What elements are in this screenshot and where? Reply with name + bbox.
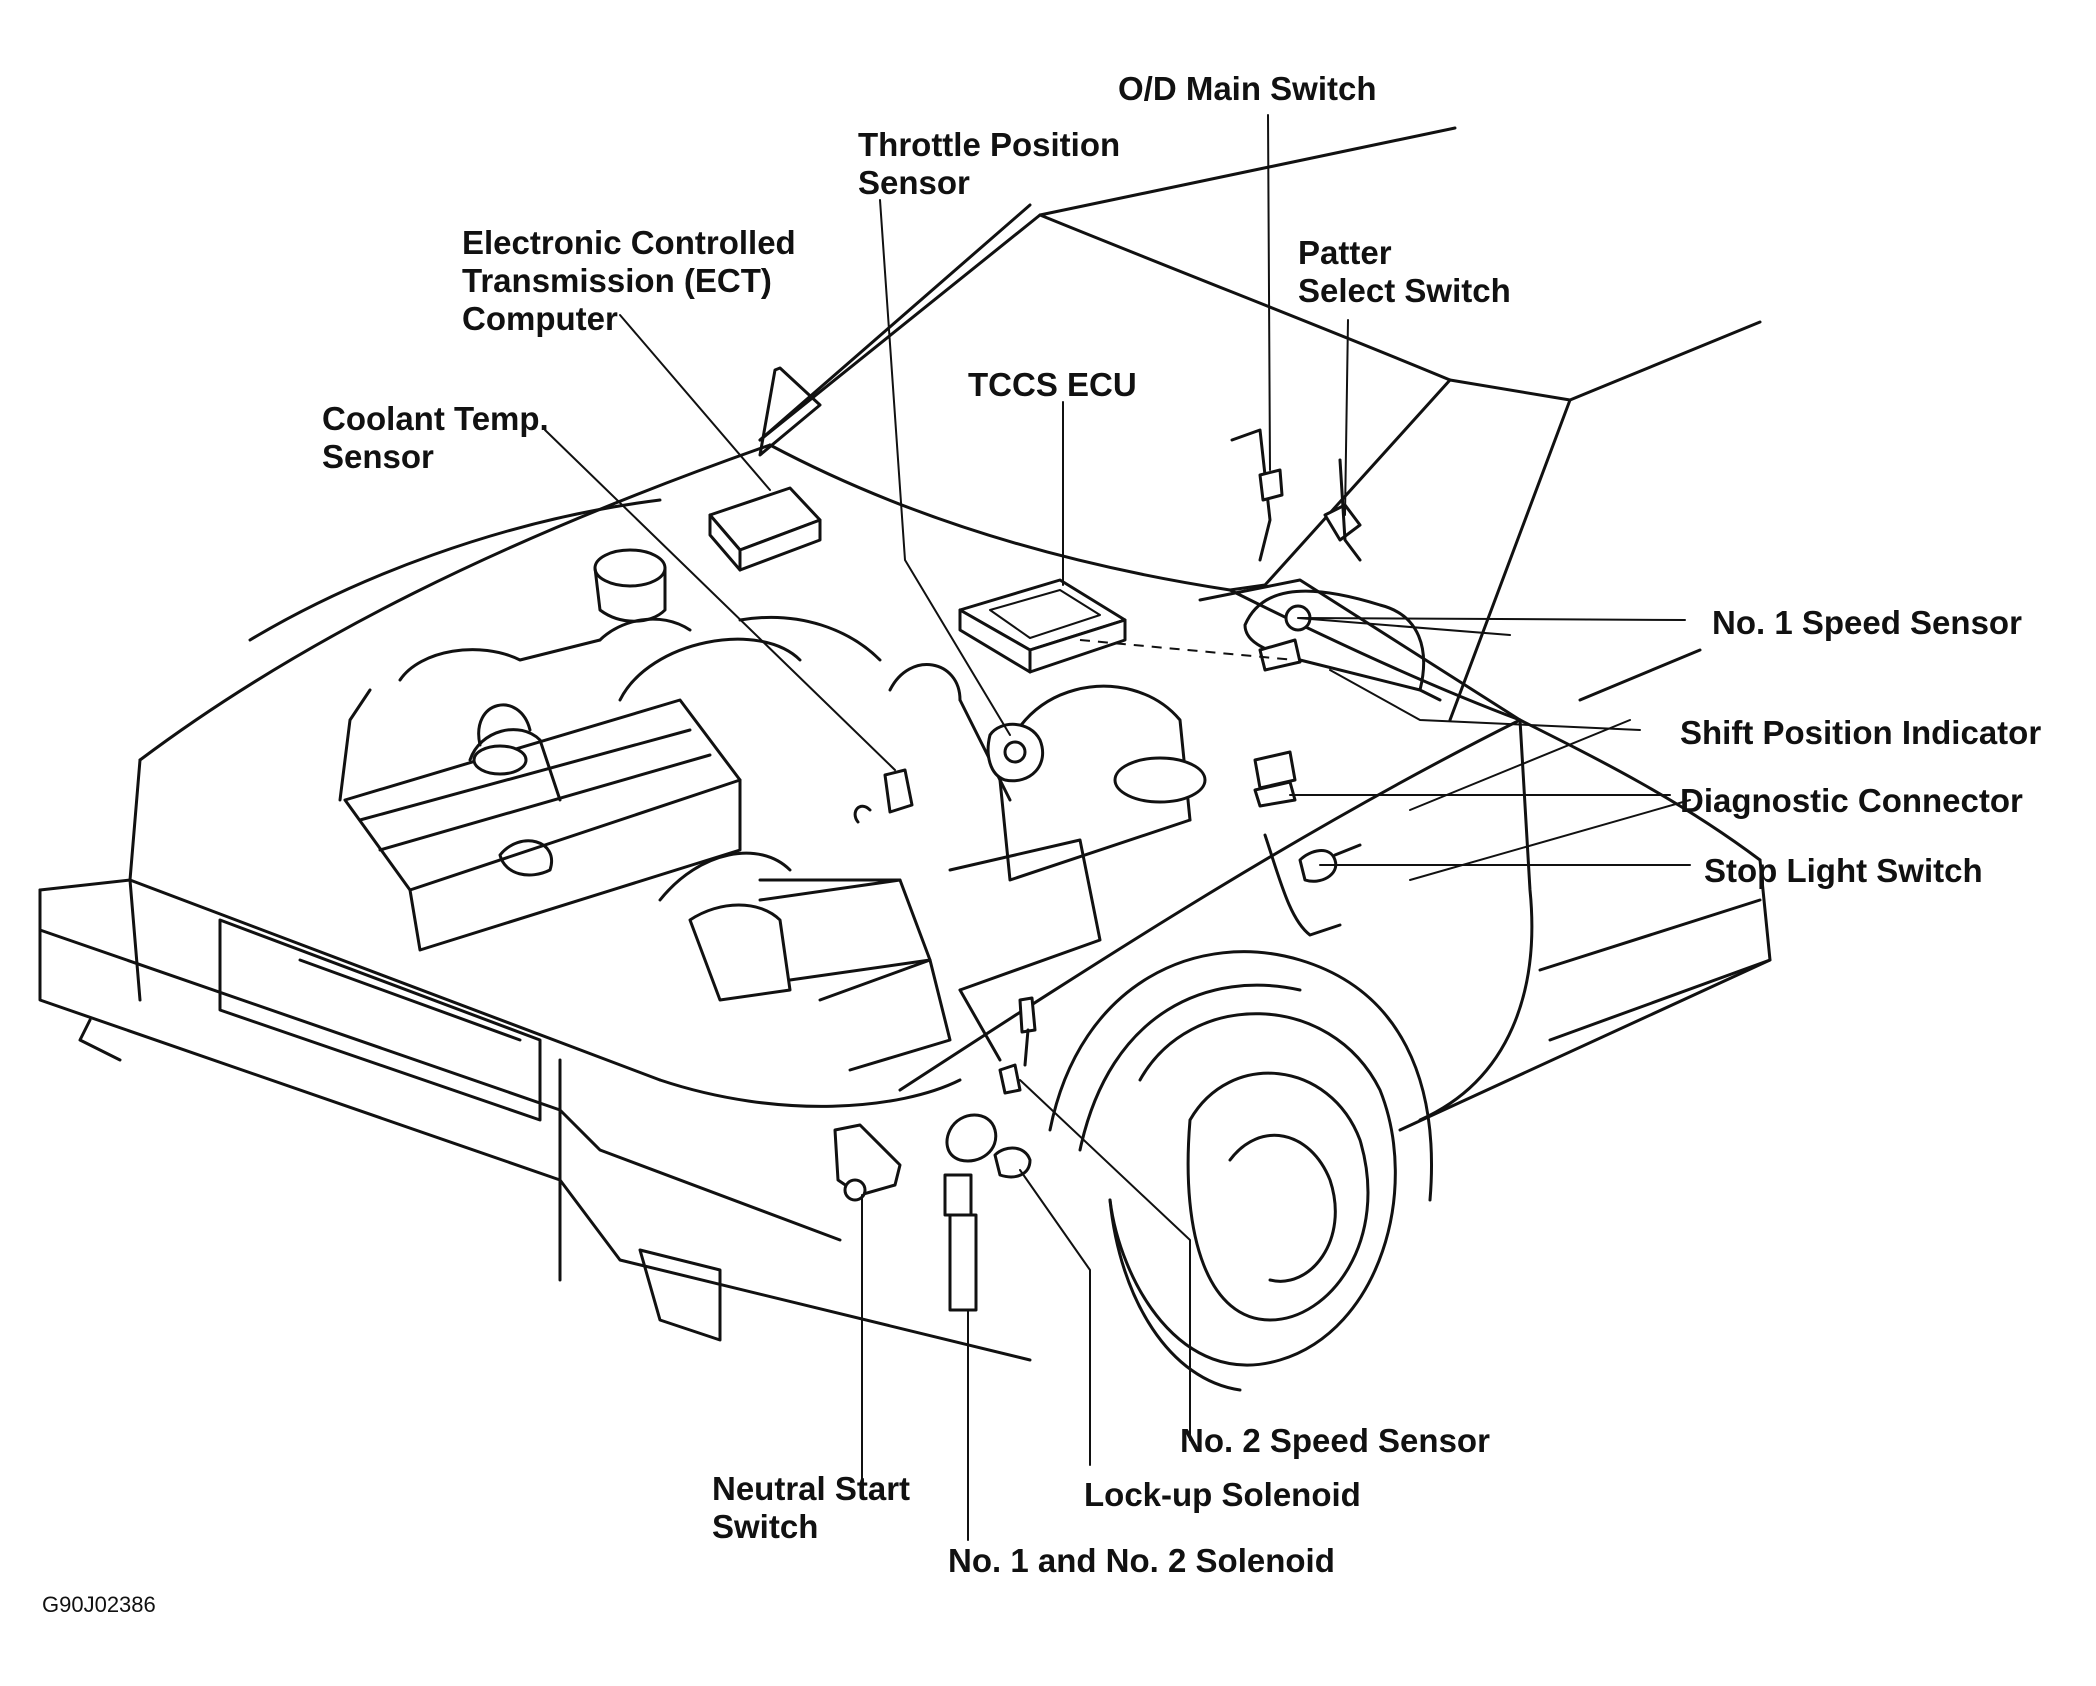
label-shift-position-indicator: Shift Position Indicator: [1680, 714, 2042, 751]
label-diagnostic-connector: Diagnostic Connector: [1680, 782, 2023, 819]
leader-lines: [544, 114, 1691, 1541]
label-stop-light-switch: Stop Light Switch: [1704, 852, 1983, 889]
label-lockup-solenoid: Lock-up Solenoid: [1084, 1476, 1361, 1513]
label-tccs-ecu: TCCS ECU: [968, 366, 1137, 403]
label-neutral-start-switch: Neutral Start Switch: [712, 1470, 911, 1545]
label-ect-computer: Electronic Controlled Transmission (ECT)…: [462, 224, 796, 337]
label-throttle-position-sensor: Throttle Position Sensor: [858, 126, 1121, 201]
figure-code: G90J02386: [42, 1592, 156, 1617]
engine-bay: [338, 548, 1207, 1072]
components: [708, 428, 1442, 1312]
label-no2-speed-sensor: No. 2 Speed Sensor: [1180, 1422, 1490, 1459]
label-no1-no2-solenoid: No. 1 and No. 2 Solenoid: [948, 1542, 1335, 1579]
label-od-main-switch: O/D Main Switch: [1118, 70, 1377, 107]
label-no1-speed-sensor: No. 1 Speed Sensor: [1712, 604, 2022, 641]
car-body: [38, 126, 1772, 1392]
label-patter-select-switch: Patter Select Switch: [1298, 234, 1511, 309]
label-coolant-temp-sensor: Coolant Temp. Sensor: [322, 400, 549, 475]
